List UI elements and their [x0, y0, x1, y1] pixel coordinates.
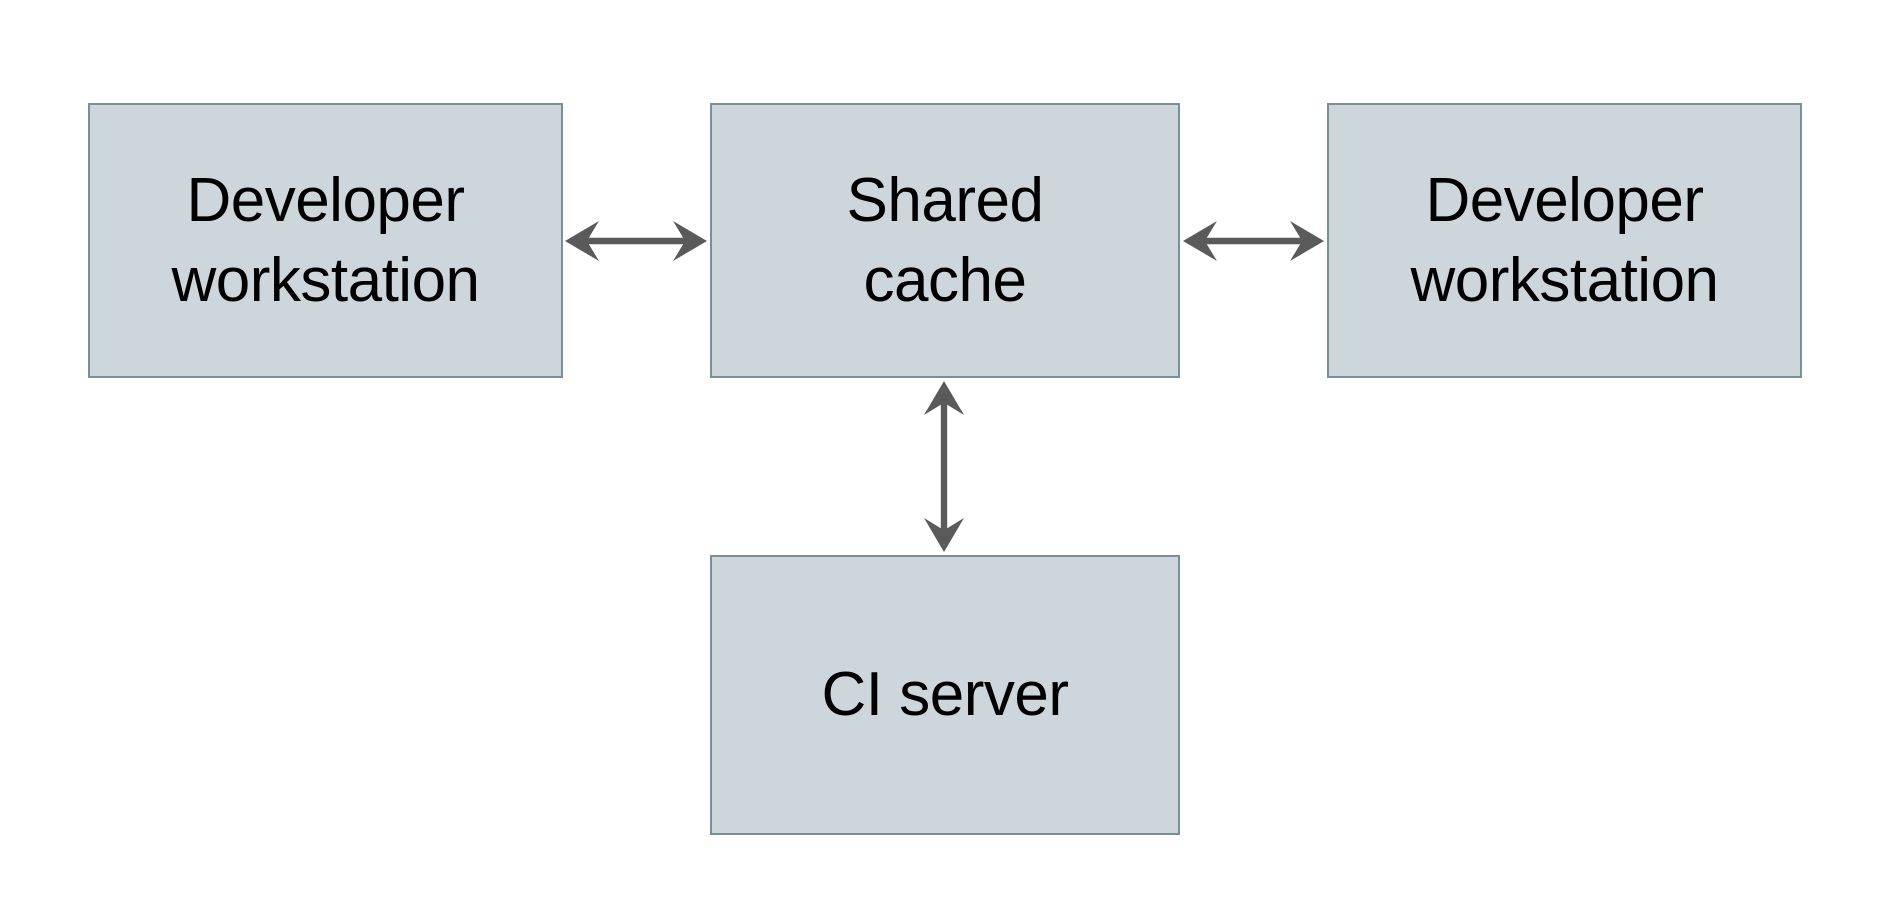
double-arrow-icon [1183, 221, 1324, 261]
node-label: Developer workstation [1410, 166, 1719, 315]
node-developer-workstation-right[interactable]: Developer workstation [1327, 103, 1802, 378]
node-label: CI server [821, 660, 1069, 730]
node-label: Shared cache [846, 166, 1044, 315]
double-arrow-icon [565, 221, 707, 261]
double-arrow-icon [924, 381, 964, 552]
node-developer-workstation-left[interactable]: Developer workstation [88, 103, 563, 378]
node-ci-server[interactable]: CI server [710, 555, 1180, 835]
node-shared-cache[interactable]: Shared cache [710, 103, 1180, 378]
node-label: Developer workstation [171, 166, 480, 315]
